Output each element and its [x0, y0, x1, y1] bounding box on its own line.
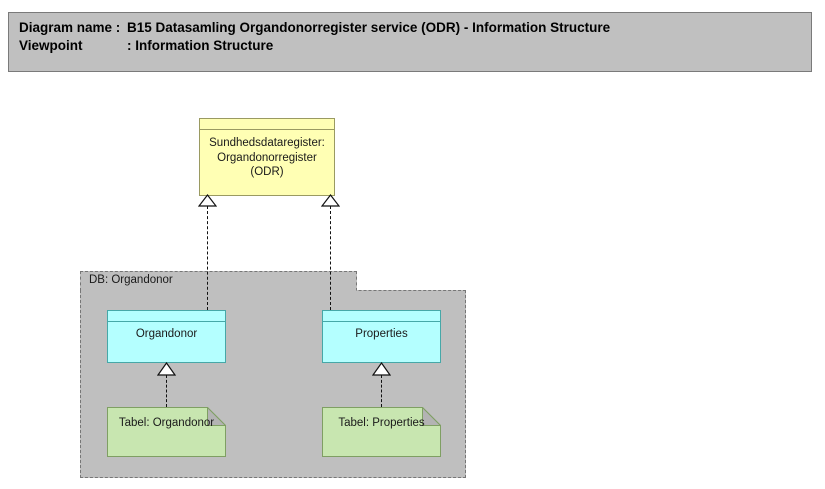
- diagram-name-label: Diagram name :: [19, 20, 121, 35]
- diagram-title-block: Diagram name : B15 Datasamling Organdonor…: [8, 12, 812, 72]
- node-tabel-organdonor[interactable]: Tabel: Organdonor: [107, 407, 226, 457]
- connector-line: [330, 206, 331, 310]
- note-folded-corner-shape: [322, 407, 441, 457]
- node-odr-dataobject-label: Sundhedsdataregister: Organdonorregister…: [209, 137, 325, 178]
- node-header-strip: [323, 311, 440, 322]
- viewpoint-line: Viewpoint : Information Structure: [19, 37, 811, 55]
- connector-line: [207, 206, 208, 310]
- note-folded-corner-shape: [107, 407, 226, 457]
- package-tab-seam: [81, 289, 356, 292]
- node-header-strip: [108, 311, 225, 322]
- connector-line: [381, 375, 382, 407]
- node-odr-dataobject[interactable]: Sundhedsdataregister: Organdonorregister…: [199, 118, 335, 196]
- node-class-organdonor[interactable]: Organdonor: [107, 310, 226, 363]
- realization-arrowhead-icon: [157, 362, 176, 376]
- node-class-properties[interactable]: Properties: [322, 310, 441, 363]
- node-class-properties-label: Properties: [355, 328, 408, 340]
- realization-arrowhead-icon: [372, 362, 391, 376]
- connector-line: [166, 375, 167, 407]
- realization-arrowhead-icon: [321, 194, 340, 207]
- diagram-name-line: Diagram name : B15 Datasamling Organdonor…: [19, 19, 811, 37]
- package-db-organdonor-label: DB: Organdonor: [89, 274, 173, 286]
- diagram-name-value: B15 Datasamling Organdonorregister servi…: [127, 20, 611, 35]
- node-tabel-properties[interactable]: Tabel: Properties: [322, 407, 441, 457]
- node-header-strip: [200, 119, 334, 130]
- viewpoint-label: Viewpoint: [19, 38, 83, 53]
- realization-arrowhead-icon: [198, 194, 217, 207]
- package-db-organdonor-tab[interactable]: DB: Organdonor: [80, 271, 357, 291]
- node-class-organdonor-label: Organdonor: [135, 328, 198, 340]
- viewpoint-value: : Information Structure: [127, 38, 274, 53]
